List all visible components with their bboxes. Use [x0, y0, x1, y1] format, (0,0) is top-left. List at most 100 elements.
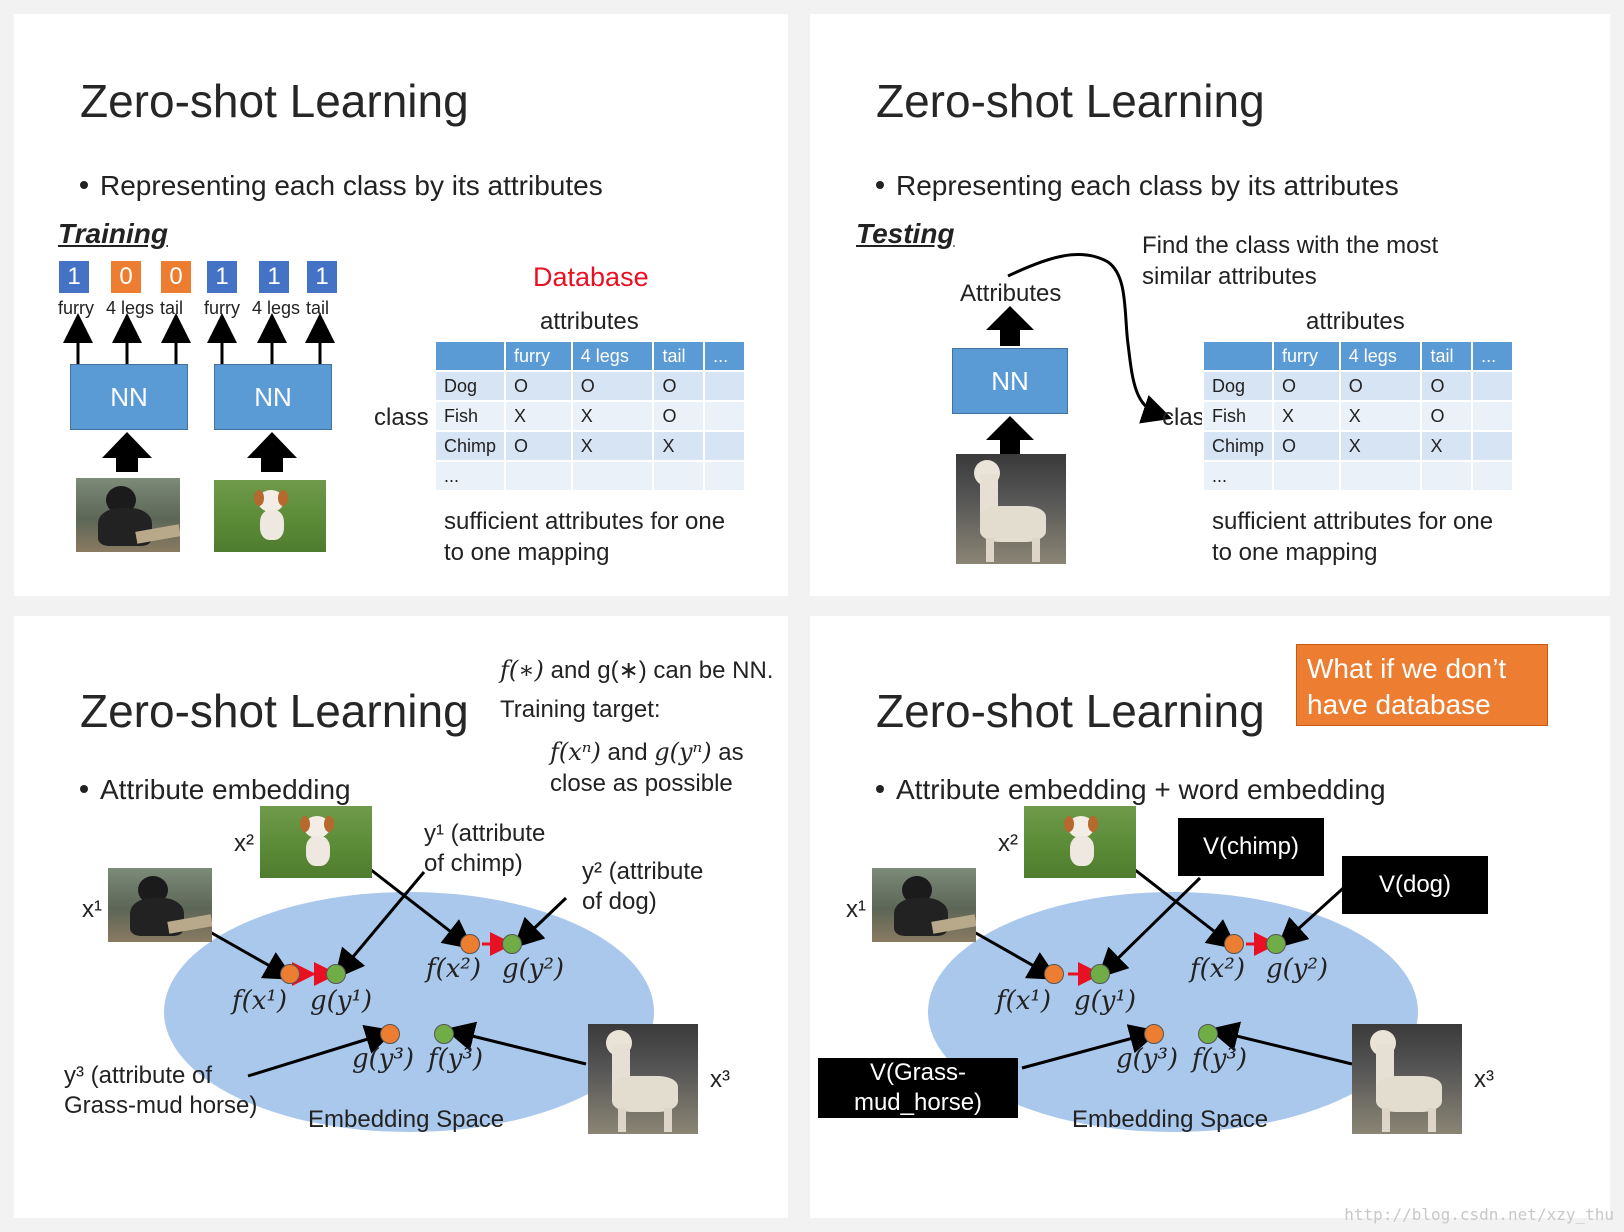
table-cell: X [1338, 430, 1423, 462]
attribute-table: furry 4 legs tail ... Dog O O O Fish X X… [1201, 340, 1514, 492]
table-header-row: furry 4 legs tail ... [433, 340, 746, 372]
table-row: ... [433, 460, 746, 492]
table-cell: O [1272, 370, 1341, 402]
label-f-x2: f(x²) [426, 954, 481, 984]
table-cell [1471, 400, 1514, 432]
table-cell [504, 460, 573, 492]
math-text: f(∗) [500, 656, 544, 684]
bullet-point: Representing each class by its attribute… [80, 170, 603, 202]
training-target-note: Training target: [500, 696, 661, 723]
table-cell [1338, 460, 1423, 492]
note-line: sufficient attributes for one [1212, 508, 1494, 535]
embedding-arrows [209, 864, 587, 1078]
table-header: furry [1272, 340, 1341, 372]
point-g-y3 [380, 1024, 400, 1044]
bullet-text: Attribute embedding + word embedding [896, 774, 1386, 805]
section-testing: Testing [856, 218, 955, 249]
x3-label: x³ [1474, 1066, 1494, 1093]
bullet-icon [876, 180, 884, 189]
bit-tail-1: 0 [160, 260, 192, 294]
x3-label: x³ [710, 1066, 730, 1093]
x2-label: x² [998, 830, 1018, 857]
table-cell [703, 460, 746, 492]
table-cell: X [570, 430, 655, 462]
point-f-x2 [460, 934, 480, 954]
bullet-icon [80, 784, 88, 793]
label-g-y2: g(y²) [502, 954, 565, 984]
bullet-point: Representing each class by its attribute… [876, 170, 1399, 202]
nn-box: NN [214, 364, 332, 430]
table-cell: O [504, 430, 573, 462]
x2-label: x² [234, 830, 254, 857]
slide-title: Zero-shot Learning [80, 685, 469, 737]
bit-tail-2: 1 [306, 260, 338, 294]
label-g-y2: g(y²) [1266, 954, 1329, 984]
watermark: http://blog.csdn.net/xzy_thu [1344, 1205, 1614, 1224]
table-cell: O [1420, 370, 1474, 402]
table-row: Fish X X O [1201, 400, 1514, 432]
table-row: Dog O O O [433, 370, 746, 402]
table-header: furry [504, 340, 573, 372]
label-f-x1: f(x¹) [232, 986, 287, 1016]
note-text: as [711, 739, 744, 766]
note-line: have database [1307, 689, 1491, 720]
table-row: Dog O O O [1201, 370, 1514, 402]
x1-label: x¹ [82, 896, 102, 923]
point-f-y3 [1198, 1024, 1218, 1044]
point-f-x2 [1224, 934, 1244, 954]
note-line: sufficient attributes for one [444, 508, 726, 535]
math-text: f(xⁿ) [550, 738, 601, 766]
point-f-x1 [280, 964, 300, 984]
dog-photo [1024, 806, 1136, 878]
arrow-up-icon [986, 306, 1034, 456]
table-cell [703, 370, 746, 402]
table-cell: X [652, 430, 706, 462]
bullet-icon [80, 180, 88, 189]
note-text: and [600, 739, 655, 766]
table-cell [1471, 370, 1514, 402]
table-cell: X [1338, 400, 1423, 432]
tag-line: mud_horse) [853, 1089, 983, 1116]
class-label: class [374, 404, 429, 431]
table-header: ... [1471, 340, 1514, 372]
x1-label: x¹ [846, 896, 866, 923]
slide-title: Zero-shot Learning [876, 75, 1265, 127]
label-f-y3: f(y³) [1192, 1044, 1248, 1074]
table-header: tail [1420, 340, 1474, 372]
find-note: similar attributes [1142, 263, 1317, 290]
table-cell: X [1420, 430, 1474, 462]
bullet-point: Attribute embedding [80, 774, 351, 806]
chimp-photo [108, 868, 212, 942]
table-header: tail [652, 340, 706, 372]
tag-line: V(Grass- [870, 1059, 966, 1086]
table-cell: Dog [433, 370, 507, 402]
attributes-label: attributes [1306, 308, 1405, 335]
target-formula: f(xⁿ) and g(yⁿ) as [550, 738, 744, 767]
slide-title: Zero-shot Learning [876, 685, 1265, 737]
table-header: ... [703, 340, 746, 372]
attribute-table: furry 4 legs tail ... Dog O O O Fish X X… [433, 340, 746, 492]
table-cell: X [1272, 400, 1341, 432]
slide-training: Zero-shot Learning Representing each cla… [14, 14, 788, 596]
embedding-space-label: Embedding Space [308, 1106, 505, 1133]
point-f-y3 [434, 1024, 454, 1044]
dog-photo [260, 806, 372, 878]
attributes-label: attributes [540, 308, 639, 335]
chimp-photo [872, 868, 976, 942]
label-g-y3: g(y³) [1116, 1044, 1179, 1074]
alpaca-photo [1352, 1024, 1462, 1134]
table-cell: Fish [1201, 400, 1275, 432]
nn-box: NN [952, 348, 1068, 414]
table-cell: O [570, 370, 655, 402]
bullet-point: Attribute embedding + word embedding [876, 774, 1386, 806]
table-cell [1420, 460, 1474, 492]
nn-box: NN [70, 364, 188, 430]
y3-label: Grass-mud horse) [64, 1092, 258, 1119]
note-line: to one mapping [1212, 539, 1378, 566]
table-cell [652, 460, 706, 492]
y1-label: of chimp) [424, 850, 523, 877]
table-cell: Chimp [433, 430, 507, 462]
table-cell: O [504, 370, 573, 402]
table-cell [570, 460, 655, 492]
slide-attribute-embedding: Zero-shot Learning Attribute embedding f… [14, 616, 788, 1218]
